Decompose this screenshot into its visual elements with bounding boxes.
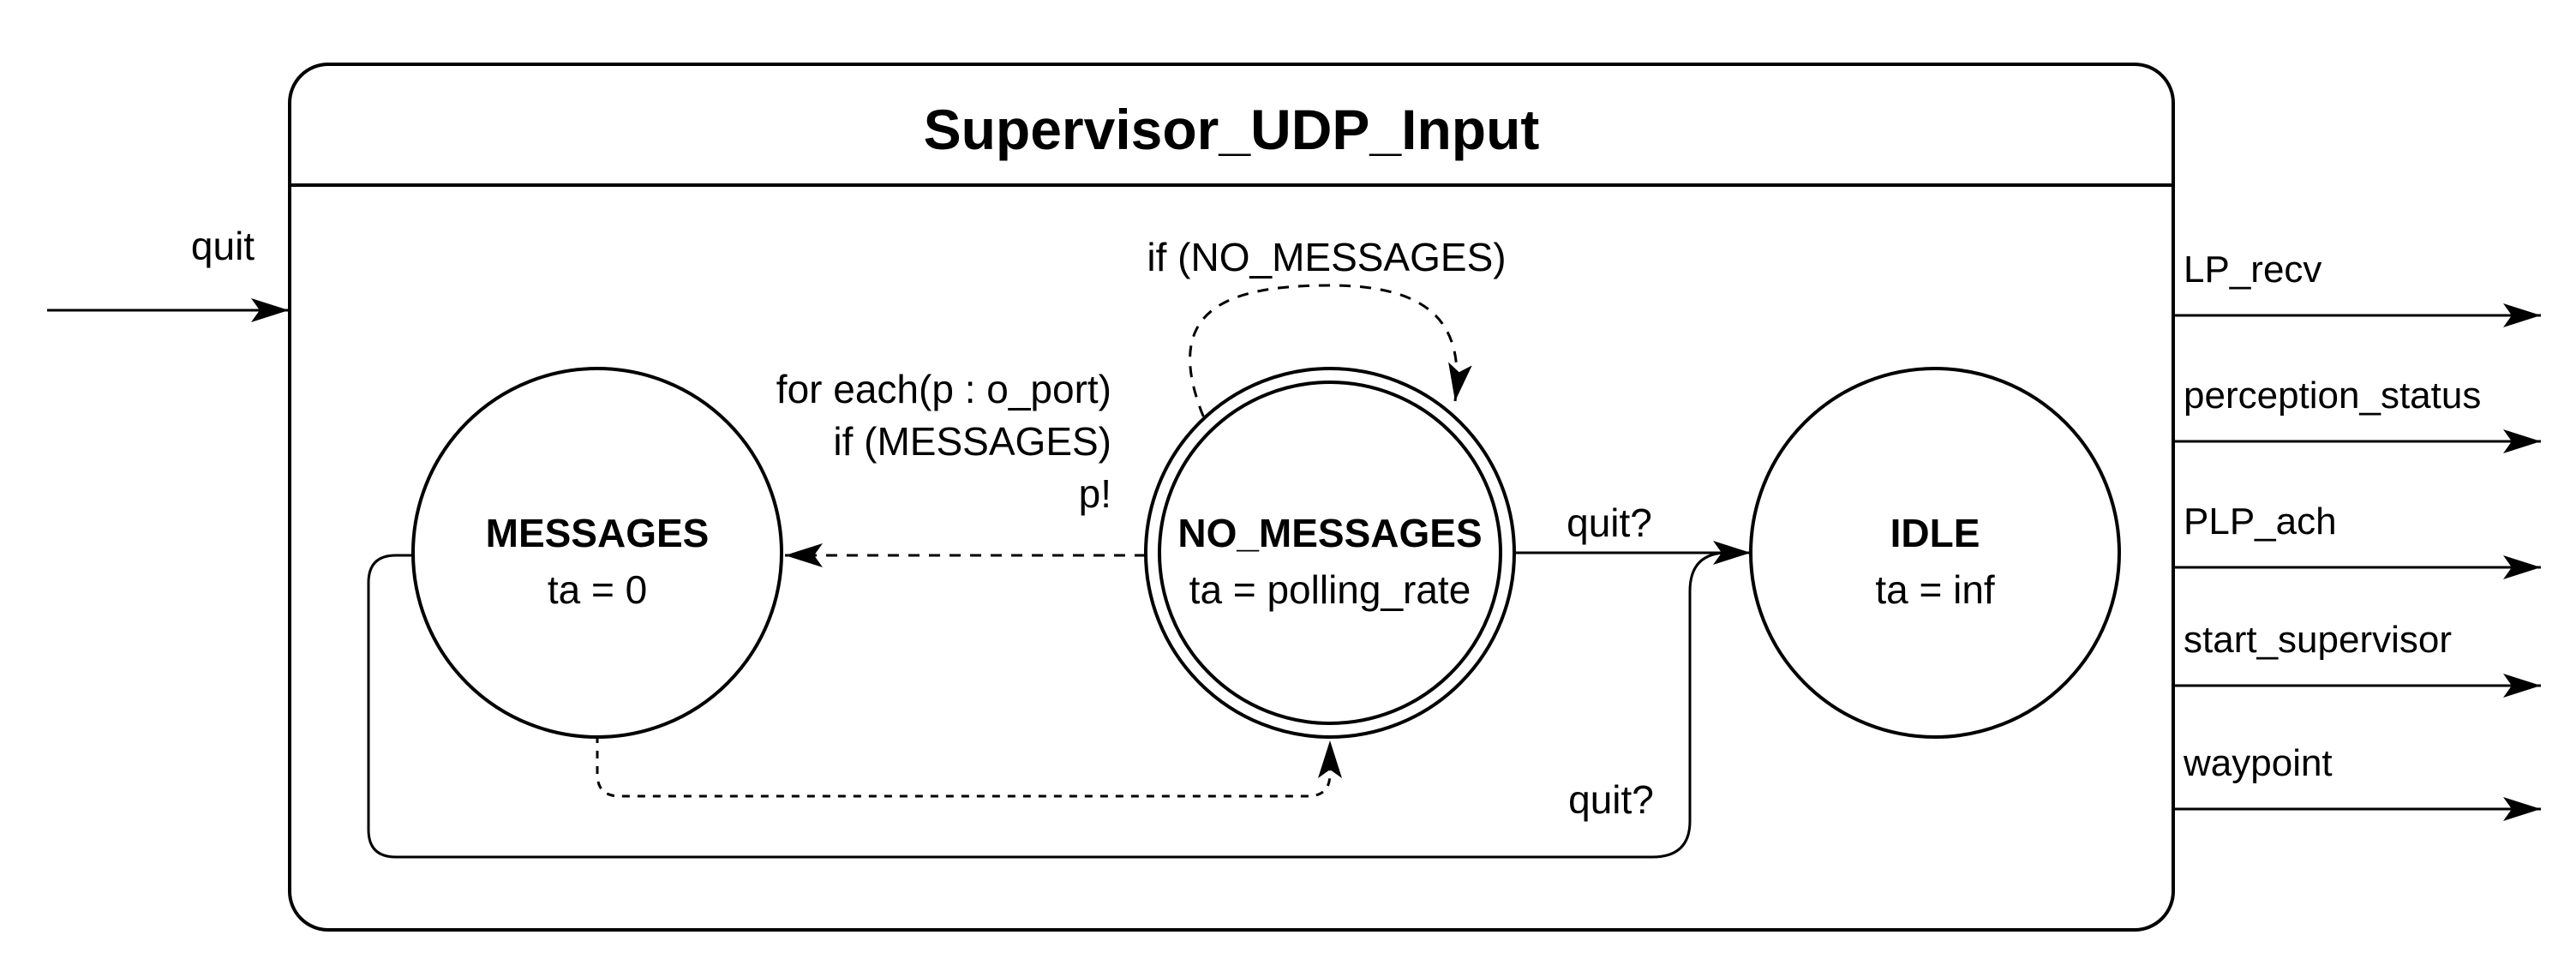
transition-messages-to-idle: quit? [367, 551, 1728, 859]
state-messages-ta: ta = 0 [548, 567, 647, 612]
transition-output-label-line1: for each(p : o_port) [776, 367, 1111, 411]
transition-output-label-line2: if (MESSAGES) [833, 419, 1111, 464]
model-title: Supervisor_UDP_Input [924, 98, 1540, 161]
output-port-lp-recv: LP_recv [2175, 249, 2541, 327]
transition-no-messages-self-loop: if (NO_MESSAGES) [1147, 235, 1507, 436]
output-port-label: LP_recv [2184, 249, 2321, 291]
output-port-label: waypoint [2183, 742, 2333, 784]
output-port-label: PLP_ach [2184, 500, 2337, 542]
input-port-quit: quit [47, 224, 289, 322]
input-port-label: quit [191, 224, 255, 268]
transition-no-messages-to-idle-label: quit? [1567, 500, 1652, 545]
transition-output-label-line3: p! [1079, 471, 1111, 516]
transition-self-loop-label: if (NO_MESSAGES) [1147, 235, 1506, 279]
state-no-messages-inner-circle [1158, 381, 1502, 725]
state-messages: MESSAGES ta = 0 [411, 367, 783, 739]
transition-self-loop-arc [1189, 284, 1472, 436]
state-no-messages-ta: ta = polling_rate [1189, 567, 1471, 612]
state-no-messages-name: NO_MESSAGES [1177, 511, 1482, 555]
state-idle-ta: ta = inf [1875, 567, 1995, 612]
state-idle-name: IDLE [1890, 511, 1980, 555]
state-messages-circle [411, 367, 783, 739]
transition-messages-to-no-messages-path [596, 735, 1342, 798]
transition-no-messages-to-messages: for each(p : o_port) if (MESSAGES) p! [776, 367, 1146, 567]
transition-messages-to-idle-path [367, 551, 1728, 859]
state-messages-name: MESSAGES [486, 511, 710, 555]
state-idle: IDLE ta = inf [1749, 367, 2121, 739]
state-no-messages: NO_MESSAGES ta = polling_rate [1144, 367, 1516, 739]
state-idle-circle [1749, 367, 2121, 739]
output-port-waypoint: waypoint [2175, 742, 2541, 821]
output-port-label: start_supervisor [2184, 619, 2452, 661]
output-port-plp-ach: PLP_ach [2175, 500, 2541, 579]
transition-messages-to-no-messages [596, 735, 1342, 798]
output-port-perception-status: perception_status [2175, 375, 2541, 453]
transition-messages-to-idle-label: quit? [1568, 777, 1654, 822]
transition-no-messages-to-idle: quit? [1514, 500, 1751, 565]
output-port-label: perception_status [2184, 375, 2481, 417]
output-port-start-supervisor: start_supervisor [2175, 619, 2541, 698]
